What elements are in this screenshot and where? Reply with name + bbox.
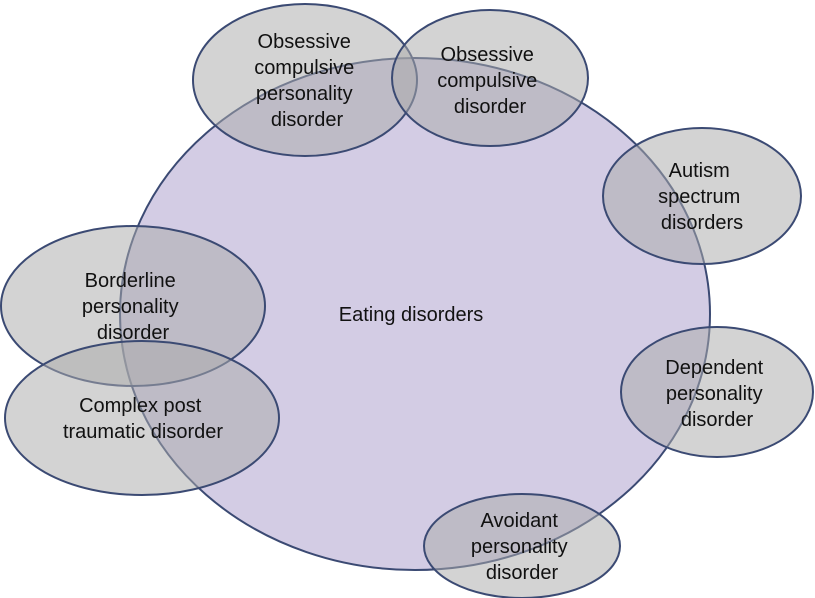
eating-disorders-label-line: Eating disorders [339, 304, 484, 326]
ocd-label-line: Obsessive [441, 44, 534, 66]
borderline-label: Borderline personality disorder [82, 270, 184, 344]
ocpd-label-line: personality [256, 83, 353, 105]
avoidant-label: Avoidant personality disorder [471, 510, 573, 584]
ocpd-ellipse [192, 3, 418, 157]
eating-disorders-label: Eating disorders [339, 304, 484, 326]
ptsd-ellipse [4, 340, 280, 496]
ptsd-label: Complex post traumatic disorder [63, 395, 223, 443]
autism-label: Autism spectrum disorders [658, 160, 746, 234]
ocpd-label-line: Obsessive [258, 31, 351, 53]
borderline-label-line: Borderline [85, 270, 176, 292]
avoidant-label-line: Avoidant [480, 510, 558, 532]
ocd-ellipse [391, 9, 589, 147]
autism-ellipse [602, 127, 802, 265]
dependent-label-line: disorder [681, 409, 754, 431]
ocd-label: Obsessive compulsive disorder [437, 44, 543, 118]
avoidant-ellipse [423, 493, 621, 598]
ptsd-label-line: Complex post [79, 395, 202, 417]
ptsd-label-line: traumatic disorder [63, 421, 223, 443]
borderline-label-line: personality [82, 296, 179, 318]
dependent-ellipse [620, 326, 814, 458]
dependent-label-line: Dependent [665, 357, 763, 379]
ocpd-label: Obsessive compulsive personality disorde… [254, 31, 360, 131]
ocpd-label-line: disorder [271, 109, 344, 131]
ocd-label-line: disorder [454, 96, 527, 118]
borderline-label-line: disorder [97, 322, 170, 344]
autism-label-line: Autism [669, 160, 730, 182]
ocd-label-line: compulsive [437, 70, 537, 92]
autism-label-line: disorders [661, 212, 743, 234]
avoidant-label-line: personality [471, 536, 568, 558]
ocpd-label-line: compulsive [254, 57, 354, 79]
avoidant-label-line: disorder [486, 562, 559, 584]
dependent-label-line: personality [666, 383, 763, 405]
autism-label-line: spectrum [658, 186, 740, 208]
dependent-label: Dependent personality disorder [665, 357, 768, 431]
